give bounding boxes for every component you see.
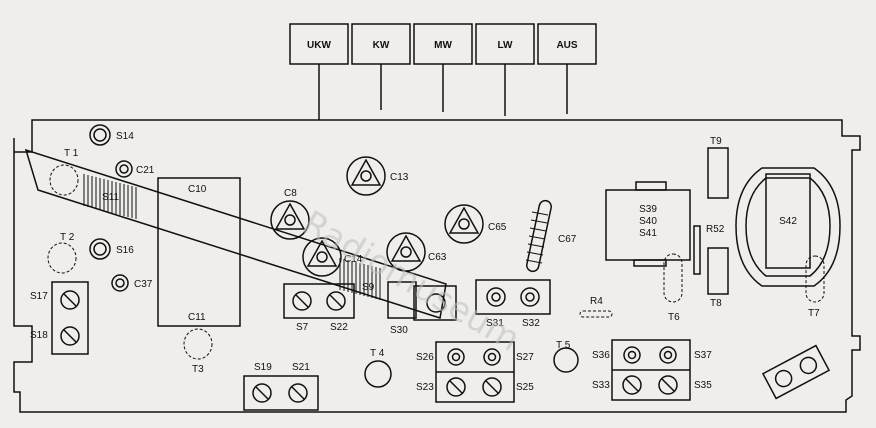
- button-kw-label: KW: [373, 40, 390, 51]
- terminal-s17-s18: [51, 281, 89, 355]
- screw-s16: [89, 238, 111, 260]
- label-s36: S36: [592, 350, 610, 361]
- label-s32: S32: [522, 318, 540, 329]
- screw-c21: [115, 160, 133, 178]
- label-s11: S11: [102, 192, 119, 203]
- trimmer-cap-c65: [444, 204, 484, 244]
- terminal-s7-s22: [283, 283, 355, 319]
- trimmer-cap-c13: [346, 156, 386, 196]
- label-s21: S21: [292, 362, 310, 373]
- label-s23: S23: [416, 382, 434, 393]
- label-c67: C67: [558, 234, 577, 245]
- label-s18: S18: [30, 330, 48, 341]
- label-c13: C13: [390, 172, 409, 183]
- trimmer-t5: [553, 347, 579, 373]
- label-t7: T7: [808, 308, 820, 319]
- rail-end-block: [413, 285, 457, 321]
- transformer-tab-top: [635, 181, 667, 191]
- trimmer-cap-c14: [302, 237, 342, 277]
- terminal-s19-s21: [243, 375, 319, 411]
- board-outline: [13, 119, 861, 413]
- label-s39: S39: [639, 204, 657, 215]
- label-s25: S25: [516, 382, 534, 393]
- band-selector: UKW KW MW LW AUS: [289, 23, 597, 120]
- shield-s42: [735, 167, 841, 287]
- dial-rail: [24, 148, 447, 319]
- label-s17: S17: [30, 291, 48, 302]
- label-t4: T 4: [370, 348, 385, 359]
- label-c37: C37: [134, 279, 153, 290]
- trimmer-t8: [707, 247, 729, 295]
- trimmer-t7: [805, 255, 825, 303]
- label-s14: S14: [116, 131, 134, 142]
- screw-c37: [111, 274, 129, 292]
- label-s26: S26: [416, 352, 434, 363]
- label-c14: C14: [344, 254, 363, 265]
- label-t3: T3: [192, 364, 204, 375]
- label-c63: C63: [428, 252, 447, 263]
- label-s40: S40: [639, 216, 657, 227]
- trimmer-t4: [364, 360, 392, 388]
- button-aus-label: AUS: [556, 40, 577, 51]
- label-t1: T 1: [64, 148, 79, 159]
- label-t9: T9: [710, 136, 722, 147]
- button-ukw-label: UKW: [307, 40, 331, 51]
- label-r52: R52: [706, 224, 725, 235]
- mounting-bracket: [761, 344, 831, 400]
- label-s33: S33: [592, 380, 610, 391]
- label-s35: S35: [694, 380, 712, 391]
- resistor-r4: [579, 310, 613, 318]
- label-s22: S22: [330, 322, 348, 333]
- trimmer-cap-c63: [386, 232, 426, 272]
- label-r4: R4: [590, 296, 603, 307]
- label-t6: T6: [668, 312, 680, 323]
- label-c65: C65: [488, 222, 507, 233]
- switch-s30-block: [387, 281, 417, 319]
- trimmer-t3: [183, 328, 213, 360]
- capacitor-block-c10-c11: [157, 177, 241, 327]
- label-s42: S42: [779, 216, 797, 227]
- label-c21: C21: [136, 165, 155, 176]
- label-c11: C11: [188, 312, 206, 323]
- transformer-tab-bottom: [633, 259, 667, 267]
- label-s19: S19: [254, 362, 272, 373]
- terminal-s26-s27-s23-s25: [435, 341, 515, 403]
- label-c8: C8: [284, 188, 297, 199]
- label-c10: C10: [188, 184, 207, 195]
- coil-s11: [83, 174, 137, 219]
- terminal-s31-s32: [475, 279, 551, 315]
- trimmer-t6: [663, 253, 683, 303]
- coil-c67: [525, 199, 552, 273]
- rail-end-hole: [426, 293, 446, 313]
- trimmer-cap-c8: [270, 200, 310, 240]
- trimmer-t1: [49, 164, 79, 196]
- trimmer-t2: [47, 242, 77, 274]
- screw-s14: [89, 124, 111, 146]
- label-s7: S7: [296, 322, 309, 333]
- label-s27: S27: [516, 352, 534, 363]
- label-s9: S9: [362, 282, 375, 293]
- trimmer-t9: [707, 147, 729, 199]
- label-s41: S41: [639, 228, 657, 239]
- label-t2: T 2: [60, 232, 75, 243]
- label-s30: S30: [390, 325, 408, 336]
- label-t8: T8: [710, 298, 722, 309]
- button-mw-label: MW: [434, 40, 452, 51]
- label-t5: T 5: [556, 340, 571, 351]
- button-lw-label: LW: [498, 40, 514, 51]
- terminal-s36-s37-s33-s35: [611, 339, 691, 401]
- label-s31: S31: [486, 318, 504, 329]
- label-s37: S37: [694, 350, 712, 361]
- resistor-r52: [693, 225, 701, 275]
- label-s16: S16: [116, 245, 134, 256]
